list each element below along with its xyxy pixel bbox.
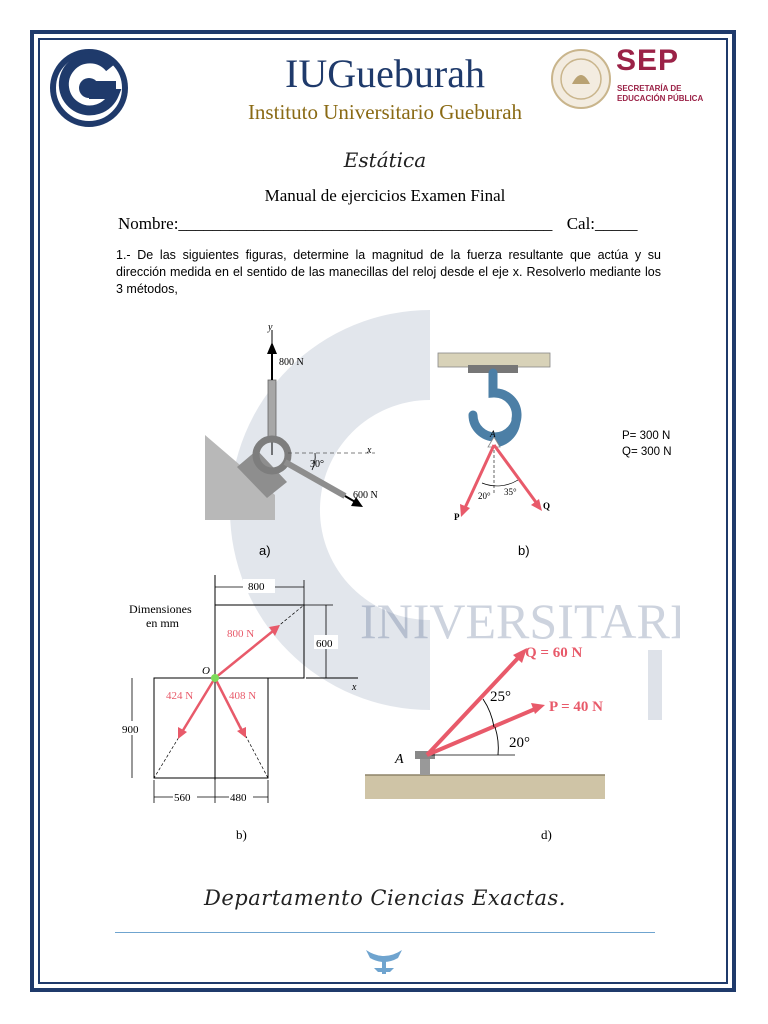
figure-c-arrow-800 — [269, 625, 280, 636]
figure-d-angle-20: 20° — [509, 735, 530, 751]
figure-a-caption: a) — [259, 543, 271, 558]
figure-c-origin: O — [202, 665, 210, 677]
q-value: Q= 300 N — [622, 446, 672, 458]
page-border-inner — [38, 38, 728, 984]
figure-d-point: A — [394, 752, 404, 767]
figure-b-arrow-p — [460, 504, 470, 517]
iug-logo-icon — [50, 49, 128, 127]
figure-a: y 800 N x 30° 600 N — [205, 322, 378, 520]
figure-d-angle-25: 25° — [490, 689, 511, 705]
sep-name: SECRETARÍA DE EDUCACIÓN PÚBLICA — [617, 84, 703, 104]
figure-b-arrow-q — [531, 499, 542, 511]
figure-c-dim-480: 480 — [230, 792, 247, 804]
figure-c-label-408: 408 N — [229, 690, 256, 702]
figure-d: Q = 60 N P = 40 N 25° 20° A — [365, 645, 605, 799]
subject-title: Estática — [343, 148, 427, 172]
figure-a-label-800: 800 N — [279, 357, 304, 368]
sep-logo: SEP — [616, 44, 680, 77]
figure-b-label-p: P — [454, 512, 460, 522]
figure-c-axis-x: x — [351, 682, 357, 693]
figure-d-caption: d) — [541, 827, 552, 842]
sep-line-2: EDUCACIÓN PÚBLICA — [617, 94, 704, 103]
figure-a-ring — [252, 435, 292, 475]
figure-b-angle-p: 20° — [478, 491, 491, 501]
figure-c-origin-dot — [211, 674, 219, 682]
mexico-seal-icon — [551, 49, 611, 109]
department-footer: Departamento Ciencias Exactas. — [204, 886, 566, 910]
manual-title: Manual de ejercicios Examen Final — [264, 186, 506, 205]
figure-b: A 20° 35° P Q — [437, 352, 551, 522]
figure-c-dim-800: 800 — [248, 581, 265, 593]
footer-ornament-icon — [366, 950, 402, 974]
figure-d-arrow-p — [531, 703, 545, 714]
figure-a-label-600: 600 N — [353, 490, 378, 501]
figure-c-dim-units: en mm — [146, 616, 180, 630]
question-text: 1.- De las siguientes figuras, determine… — [116, 248, 661, 296]
figure-a-axis-y: y — [267, 322, 273, 333]
figure-d-ground — [365, 775, 605, 799]
figure-b-point: A — [489, 429, 496, 439]
figure-d-label-q: Q = 60 N — [525, 645, 582, 661]
figure-a-arrow-up — [267, 342, 277, 354]
figure-d-arrow-q — [513, 648, 527, 663]
figure-c: Dimensiones en mm 800 600 x 900 560 480 … — [121, 575, 358, 804]
watermark-text: INIVERSITARIO — [360, 593, 680, 649]
figure-c-arrow-424 — [178, 727, 187, 739]
figure-d-label-p: P = 40 N — [549, 699, 603, 715]
figure-a-angle: 30° — [310, 459, 324, 470]
figure-b-label-q: Q — [543, 501, 550, 511]
institution-title: IUGueburah — [285, 51, 485, 96]
figure-d-bolt — [415, 751, 435, 759]
p-value: P= 300 N — [622, 430, 671, 442]
sep-line-1: SECRETARÍA DE — [617, 84, 682, 93]
figure-c-dim-600: 600 — [316, 638, 333, 650]
figure-b-ceiling — [437, 352, 551, 368]
figure-c-dim-900: 900 — [122, 724, 139, 736]
figure-c-label-424: 424 N — [166, 690, 193, 702]
figure-b-values: P= 300 N Q= 300 N — [622, 428, 672, 460]
figure-c-caption: b) — [236, 827, 247, 842]
figure-a-arrow-diag — [351, 497, 363, 507]
figure-c-dim-title: Dimensiones — [129, 602, 192, 616]
figure-c-dim-560: 560 — [174, 792, 191, 804]
page-border-outer — [30, 30, 736, 992]
watermark-bracket — [648, 650, 662, 720]
name-field[interactable]: Nombre:_________________________________… — [118, 214, 553, 233]
institution-subtitle: Instituto Universitario Gueburah — [247, 100, 523, 124]
figure-b-caption: b) — [518, 543, 530, 558]
footer-rule — [115, 932, 655, 933]
figure-c-label-800: 800 N — [227, 628, 254, 640]
figure-b-angle-q: 35° — [504, 487, 517, 497]
figure-a-axis-x: x — [366, 445, 372, 456]
grade-field[interactable]: Cal:_____ — [566, 214, 638, 233]
watermark: INIVERSITARIO — [230, 310, 680, 720]
name-line: Nombre:_________________________________… — [118, 214, 658, 234]
figure-c-arrow-408 — [237, 727, 246, 738]
figure-a-wall — [205, 435, 275, 520]
watermark-g-shape — [230, 310, 430, 710]
